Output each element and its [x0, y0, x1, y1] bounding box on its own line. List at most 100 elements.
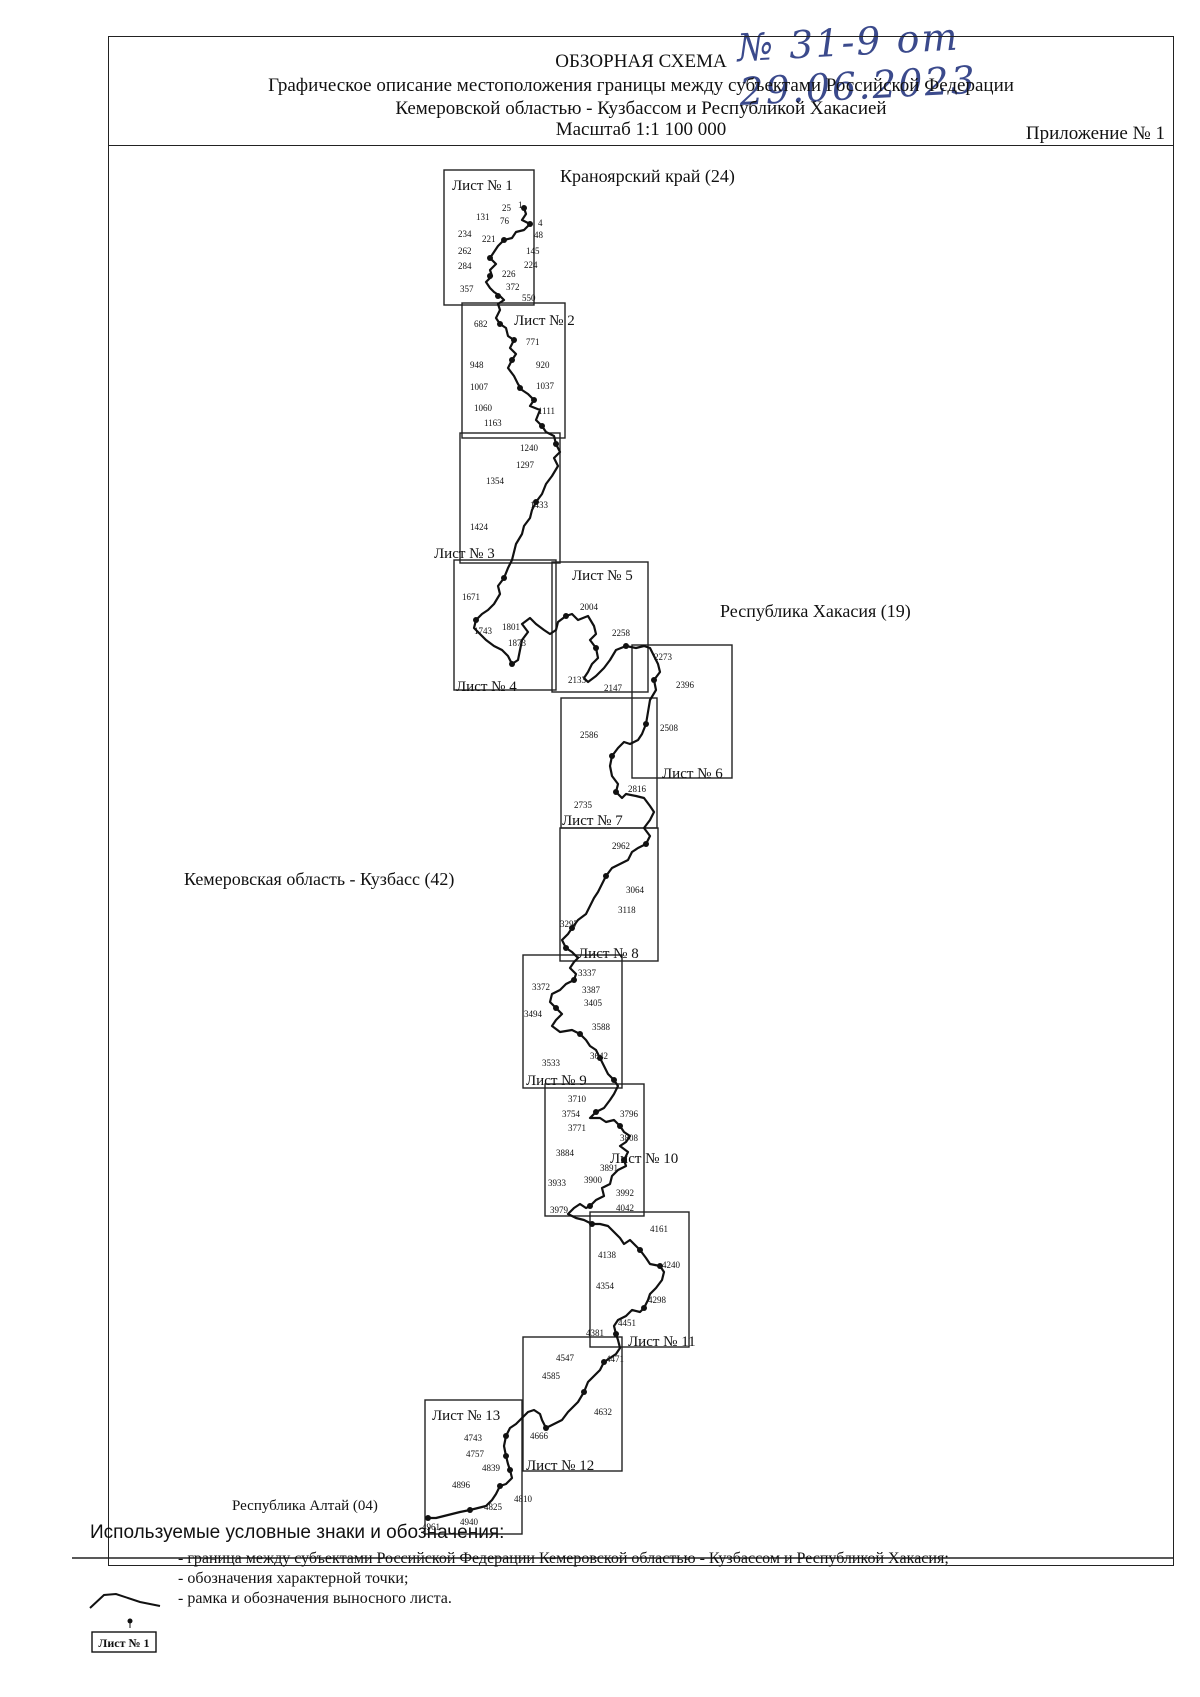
point-label: 2735: [574, 800, 593, 810]
point-label: 4825: [484, 1502, 503, 1512]
sheet-frame-3: [459, 432, 561, 564]
point-label: 3405: [584, 998, 603, 1008]
point-label: 2147: [604, 683, 623, 693]
point-label: 4666: [530, 1431, 549, 1441]
sheet-label-5: Лист № 5: [572, 568, 633, 584]
point-label: 284: [458, 261, 472, 271]
point-label: 2004: [580, 602, 599, 612]
sheet-frame-5: [551, 561, 649, 693]
point-label: 48: [534, 230, 544, 240]
point-label: 682: [474, 319, 488, 329]
appendix-label: Приложение № 1: [1025, 123, 1165, 144]
point-label: 3372: [532, 982, 550, 992]
point-label: 4743: [464, 1433, 483, 1443]
point-label: 1873: [508, 638, 527, 648]
point-label: 3642: [590, 1051, 608, 1061]
point-label: 3884: [556, 1148, 575, 1158]
point-label: 3900: [584, 1175, 603, 1185]
region-label-kemerovo: Кемеровская область - Кузбасс (42): [184, 869, 454, 890]
point-label: 3337: [578, 968, 597, 978]
legend-item-boundary: - граница между субъектами Российской Фе…: [178, 1550, 949, 1567]
point-label: 2258: [612, 628, 631, 638]
map-frame: ОБЗОРНАЯ СХЕМА Графическое описание мест…: [108, 36, 1174, 1566]
point-label: 4585: [542, 1371, 561, 1381]
point-label: 3808: [620, 1133, 639, 1143]
point-label: 3771: [568, 1123, 586, 1133]
point-label: 1671: [462, 592, 480, 602]
sheet-frame-13: [424, 1399, 523, 1535]
point-label: 25: [502, 203, 512, 213]
point-label: 2962: [612, 841, 630, 851]
point-label: 4839: [482, 1463, 501, 1473]
point-label: 3118: [618, 905, 636, 915]
point-label: 234: [458, 229, 472, 239]
point-label: 4961: [422, 1522, 440, 1532]
point-label: 948: [470, 360, 484, 370]
point-label: 4547: [556, 1353, 575, 1363]
point-label: 1801: [502, 622, 520, 632]
point-label: 4298: [648, 1295, 667, 1305]
boundary-points: [425, 205, 663, 1521]
point-label: 3588: [592, 1022, 611, 1032]
point-label: 372: [506, 282, 520, 292]
point-label: 1743: [474, 626, 493, 636]
legend-symbols: Лист № 1: [89, 1592, 161, 1653]
point-label: 3979: [550, 1205, 569, 1215]
sheet-frame-11: [589, 1211, 690, 1348]
point-label: 1007: [470, 382, 489, 392]
sheet-label-7: Лист № 7: [562, 813, 623, 829]
point-label: 2396: [676, 680, 695, 690]
map-title: ОБЗОРНАЯ СХЕМА: [555, 51, 727, 72]
point-label: 1111: [538, 406, 555, 416]
point-label: 3754: [562, 1109, 581, 1119]
region-label-khakassia: Республика Хакасия (19): [720, 601, 911, 622]
point-label: 3533: [542, 1058, 561, 1068]
point-label: 1240: [520, 443, 539, 453]
sheet-frame-4: [453, 559, 557, 691]
point-label: 3297: [560, 919, 579, 929]
point-label: 4810: [514, 1494, 533, 1504]
legend-sheet-symbol: [91, 1631, 157, 1653]
point-label: 4471: [606, 1354, 624, 1364]
point-label: 3710: [568, 1094, 587, 1104]
region-label-krasnoyarsk: Краноярский край (24): [560, 166, 735, 187]
point-label: 4240: [662, 1260, 681, 1270]
point-label: 224: [524, 260, 538, 270]
sheet-label-10: Лист № 10: [610, 1151, 678, 1167]
point-label: 4161: [650, 1224, 668, 1234]
point-label: 1433: [530, 500, 549, 510]
point-label: 550: [522, 293, 536, 303]
point-label: 1: [518, 200, 523, 210]
point-label: 3891: [600, 1163, 618, 1173]
sheet-frame-2: [461, 302, 566, 439]
point-label: 920: [536, 360, 550, 370]
map-subtitle-line2: Кемеровской областью - Кузбассом и Респу…: [395, 98, 887, 119]
point-label: 2133: [568, 675, 587, 685]
point-label: 4354: [596, 1281, 615, 1291]
legend-boundary-symbol: [89, 1592, 161, 1609]
map-header: ОБЗОРНАЯ СХЕМА Графическое описание мест…: [109, 37, 1173, 146]
point-label: 3064: [626, 885, 645, 895]
point-label: 1297: [516, 460, 535, 470]
sheet-frame-8: [559, 827, 659, 962]
point-label: 2816: [628, 784, 647, 794]
point-label: 1060: [474, 403, 493, 413]
sheet-frame-6: [631, 644, 733, 779]
point-label: 131: [476, 212, 490, 222]
legend-item-sheet: - рамка и обозначения выносного листа.: [178, 1590, 452, 1607]
sheet-frame-12: [522, 1336, 623, 1472]
point-label: 4632: [594, 1407, 612, 1417]
point-label: 3494: [524, 1009, 543, 1019]
sheet-frame-9: [522, 954, 623, 1089]
point-label: 2508: [660, 723, 679, 733]
sheet-frame-1: [443, 169, 535, 306]
point-label: 226: [502, 269, 516, 279]
legend-sheet-symbol-label: Лист № 1: [98, 1636, 149, 1650]
map-subtitle-line1: Графическое описание местоположения гран…: [268, 75, 1014, 96]
point-label: 771: [526, 337, 540, 347]
region-label-altai: Республика Алтай (04): [232, 1498, 378, 1514]
point-label: 76: [500, 216, 510, 226]
sheet-label-11: Лист № 11: [628, 1334, 696, 1350]
point-label: 262: [458, 246, 472, 256]
